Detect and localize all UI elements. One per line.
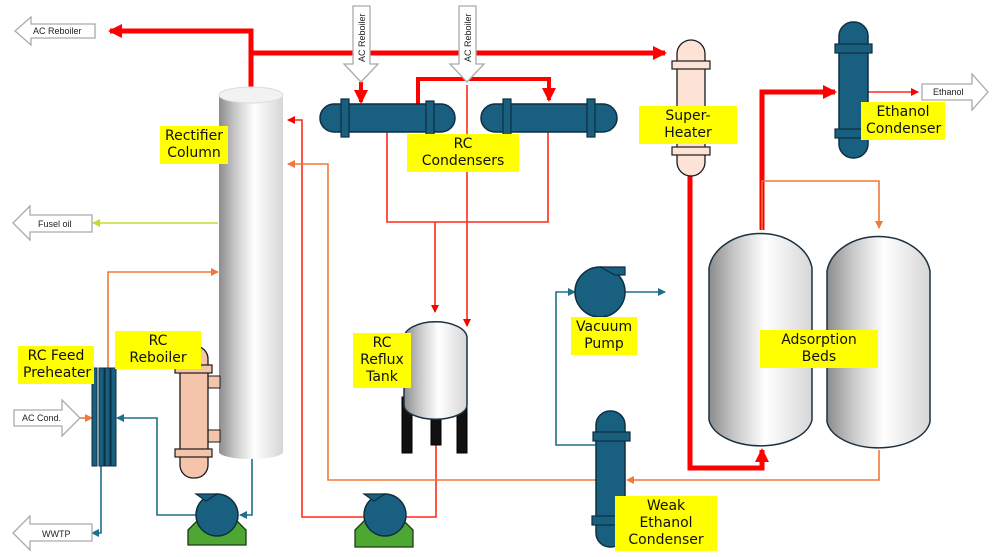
ethanol-out-label: Ethanol bbox=[933, 87, 964, 97]
ac-cond-in-label: AC Cond. bbox=[22, 413, 61, 423]
ac-reboiler-in-1-label: AC Reboiler bbox=[357, 13, 367, 62]
weak-ethanol-to-column bbox=[287, 160, 598, 481]
adsorption-bed-crossover bbox=[761, 180, 883, 230]
vacuum-pump[interactable] bbox=[574, 266, 626, 318]
label-rectifier-column: Rectifier Column bbox=[160, 126, 228, 164]
reflux-pump-to-column bbox=[287, 116, 365, 518]
stream-ethanol-out[interactable]: Ethanol bbox=[921, 72, 989, 112]
stream-ac-reboiler-out[interactable]: AC Reboiler bbox=[14, 15, 96, 47]
adsorption-bed-2[interactable] bbox=[826, 235, 931, 449]
pump-to-preheater bbox=[116, 414, 196, 516]
label-weak-ethanol-condenser: Weak Ethanol Condenser bbox=[615, 496, 717, 551]
label-ethanol-condenser: Ethanol Condenser bbox=[861, 102, 945, 140]
label-rc-reflux-tank: RC Reflux Tank bbox=[353, 333, 411, 388]
stream-fusel-oil-out[interactable]: Fusel oil bbox=[12, 204, 93, 242]
rc-reboiler[interactable] bbox=[174, 345, 221, 479]
label-super-heater: Super-Heater bbox=[639, 106, 737, 144]
liquid-lines bbox=[80, 160, 883, 484]
ethanol-condenser[interactable] bbox=[834, 21, 873, 159]
adsorption-to-weak-condenser bbox=[626, 450, 880, 484]
ac-reboiler-in-2-label: AC Reboiler bbox=[463, 13, 473, 62]
column-overhead-to-ac-reboiler bbox=[108, 24, 254, 88]
condensate-lines bbox=[287, 85, 549, 521]
label-adsorption-beds: Adsorption Beds bbox=[760, 330, 878, 368]
condenser-crossover bbox=[416, 77, 556, 104]
label-vacuum-pump: Vacuum Pump bbox=[571, 317, 637, 355]
stream-ac-cond-in[interactable]: AC Cond. bbox=[13, 398, 81, 438]
label-rc-reboiler: RC Reboiler bbox=[115, 331, 201, 369]
fusel-oil-out-label: Fusel oil bbox=[38, 219, 72, 229]
stream-ac-reboiler-in-1[interactable]: AC Reboiler bbox=[342, 5, 380, 83]
rc-condenser-2[interactable] bbox=[480, 98, 618, 138]
rectifier-column[interactable] bbox=[218, 86, 284, 459]
bottoms-pump[interactable] bbox=[187, 493, 247, 546]
adsorption-to-ethanol-condenser bbox=[759, 85, 837, 230]
stream-ac-reboiler-in-2[interactable]: AC Reboiler bbox=[448, 5, 486, 83]
water-lines bbox=[91, 288, 666, 537]
reflux-tank-to-pump bbox=[391, 445, 437, 521]
rc-reflux-tank[interactable] bbox=[401, 320, 468, 454]
rc-feed-preheater[interactable] bbox=[91, 367, 117, 467]
weak-condenser-to-vacuum bbox=[555, 288, 598, 446]
ac-reboiler-out-label: AC Reboiler bbox=[33, 26, 82, 36]
column-bottoms-to-pump bbox=[239, 458, 253, 519]
superheater-to-adsorption bbox=[687, 176, 769, 471]
reflux-pump[interactable] bbox=[354, 493, 414, 548]
rc-condenser-1[interactable] bbox=[319, 98, 456, 138]
label-rc-feed-preheater: RC Feed Preheater bbox=[18, 346, 94, 384]
preheater-to-column bbox=[107, 268, 219, 370]
preheater-to-wwtp bbox=[91, 466, 102, 537]
stream-wwtp-out[interactable]: WWTP bbox=[12, 514, 93, 552]
wwtp-out-label: WWTP bbox=[42, 529, 71, 539]
label-rc-condensers: RC Condensers bbox=[407, 134, 519, 172]
